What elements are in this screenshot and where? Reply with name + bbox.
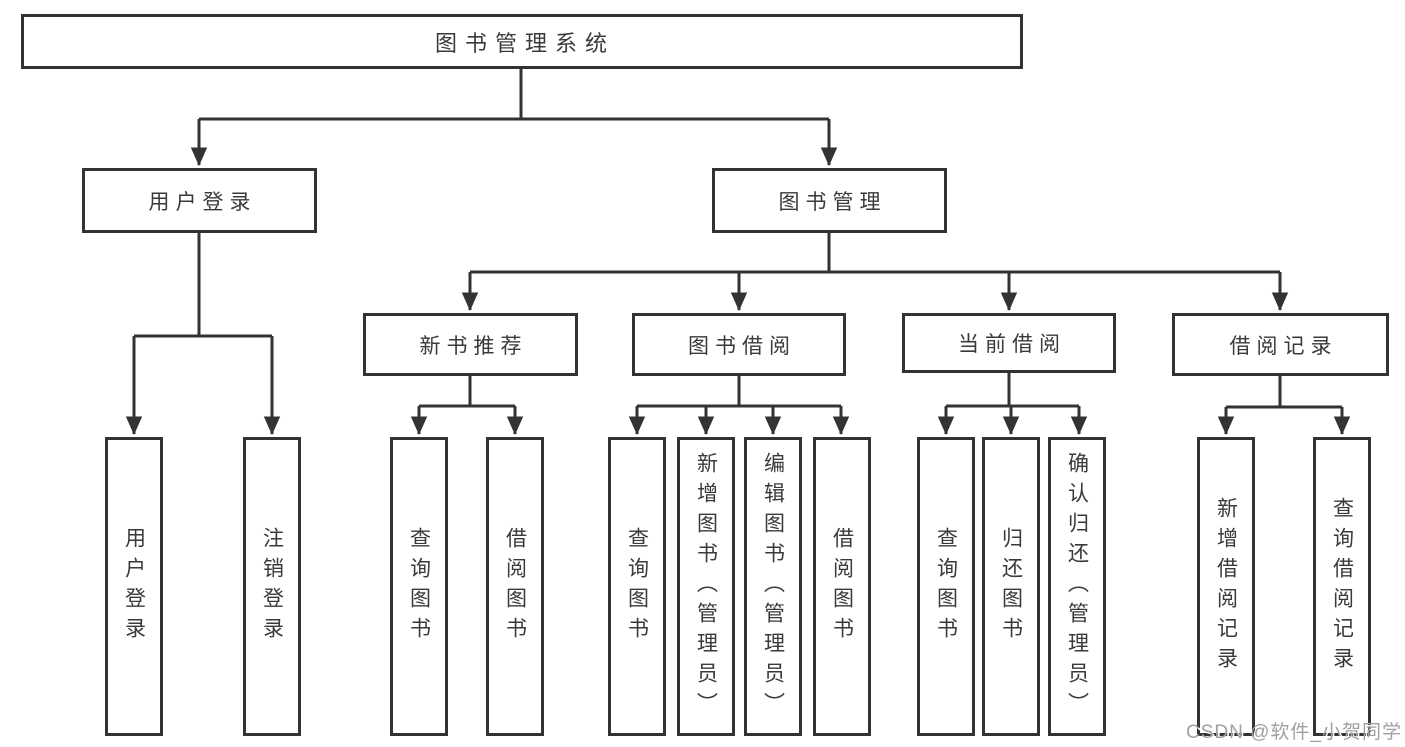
leaf-label: 新增图书（管理员） <box>694 451 718 722</box>
node-label: 图书管理 <box>778 190 887 214</box>
node-library-system-root: 图书管理系统 <box>21 14 1023 69</box>
leaf-label: 查询图书 <box>407 526 431 647</box>
leaf-add-borrow-record: 新增借阅记录 <box>1197 437 1255 736</box>
leaf-logout: 注销登录 <box>243 437 301 736</box>
connector-new-book-recommend-trunk <box>419 376 515 408</box>
leaf-label: 查询图书 <box>934 526 958 647</box>
node-label: 借阅记录 <box>1229 334 1338 358</box>
node-book-management-branch: 图书管理 <box>712 168 947 233</box>
node-label: 图书管理系统 <box>434 30 615 56</box>
leaf-label: 用户登录 <box>122 526 146 647</box>
leaf-edit-book-admin: 编辑图书（管理员） <box>744 437 802 736</box>
connector-current-borrow-trunk <box>946 373 1079 408</box>
leaf-label: 编辑图书（管理员） <box>761 451 785 722</box>
leaf-label: 借阅图书 <box>830 526 854 647</box>
leaf-add-book-admin: 新增图书（管理员） <box>677 437 735 736</box>
leaf-borrow-books-recommend: 借阅图书 <box>486 437 544 736</box>
connector-book-borrow-trunk <box>637 376 841 408</box>
leaf-query-borrow-record: 查询借阅记录 <box>1313 437 1371 736</box>
leaf-label: 确认归还（管理员） <box>1065 451 1089 722</box>
leaf-confirm-return-admin: 确认归还（管理员） <box>1048 437 1106 736</box>
connector-borrow-records-trunk <box>1226 376 1342 409</box>
connector-book-management-trunk <box>470 233 1280 274</box>
node-new-book-recommend: 新书推荐 <box>363 313 578 376</box>
node-label: 新书推荐 <box>419 334 528 358</box>
leaf-label: 查询图书 <box>625 526 649 647</box>
node-label: 当前借阅 <box>958 333 1066 356</box>
connector-user-login-trunk <box>134 233 272 338</box>
leaf-query-books-recommend: 查询图书 <box>390 437 448 736</box>
leaf-query-books-current: 查询图书 <box>917 437 975 736</box>
node-book-borrow: 图书借阅 <box>632 313 846 376</box>
leaf-query-books-borrow: 查询图书 <box>608 437 666 736</box>
node-label: 用户登录 <box>148 190 257 214</box>
leaf-return-book: 归还图书 <box>982 437 1040 736</box>
node-label: 图书借阅 <box>688 334 796 358</box>
leaf-label: 注销登录 <box>260 526 284 647</box>
leaf-borrow-books: 借阅图书 <box>813 437 871 736</box>
node-current-borrow: 当前借阅 <box>902 313 1116 373</box>
leaf-label: 查询借阅记录 <box>1330 496 1354 677</box>
leaf-user-login: 用户登录 <box>105 437 163 736</box>
leaf-label: 借阅图书 <box>503 526 527 647</box>
node-borrow-records: 借阅记录 <box>1172 313 1389 376</box>
csdn-watermark: CSDN @软件_小贺同学 <box>1186 722 1402 743</box>
connector-root-trunk <box>199 69 829 121</box>
leaf-label: 新增借阅记录 <box>1214 496 1238 677</box>
leaf-label: 归还图书 <box>999 526 1023 647</box>
node-user-login-branch: 用户登录 <box>82 168 317 233</box>
